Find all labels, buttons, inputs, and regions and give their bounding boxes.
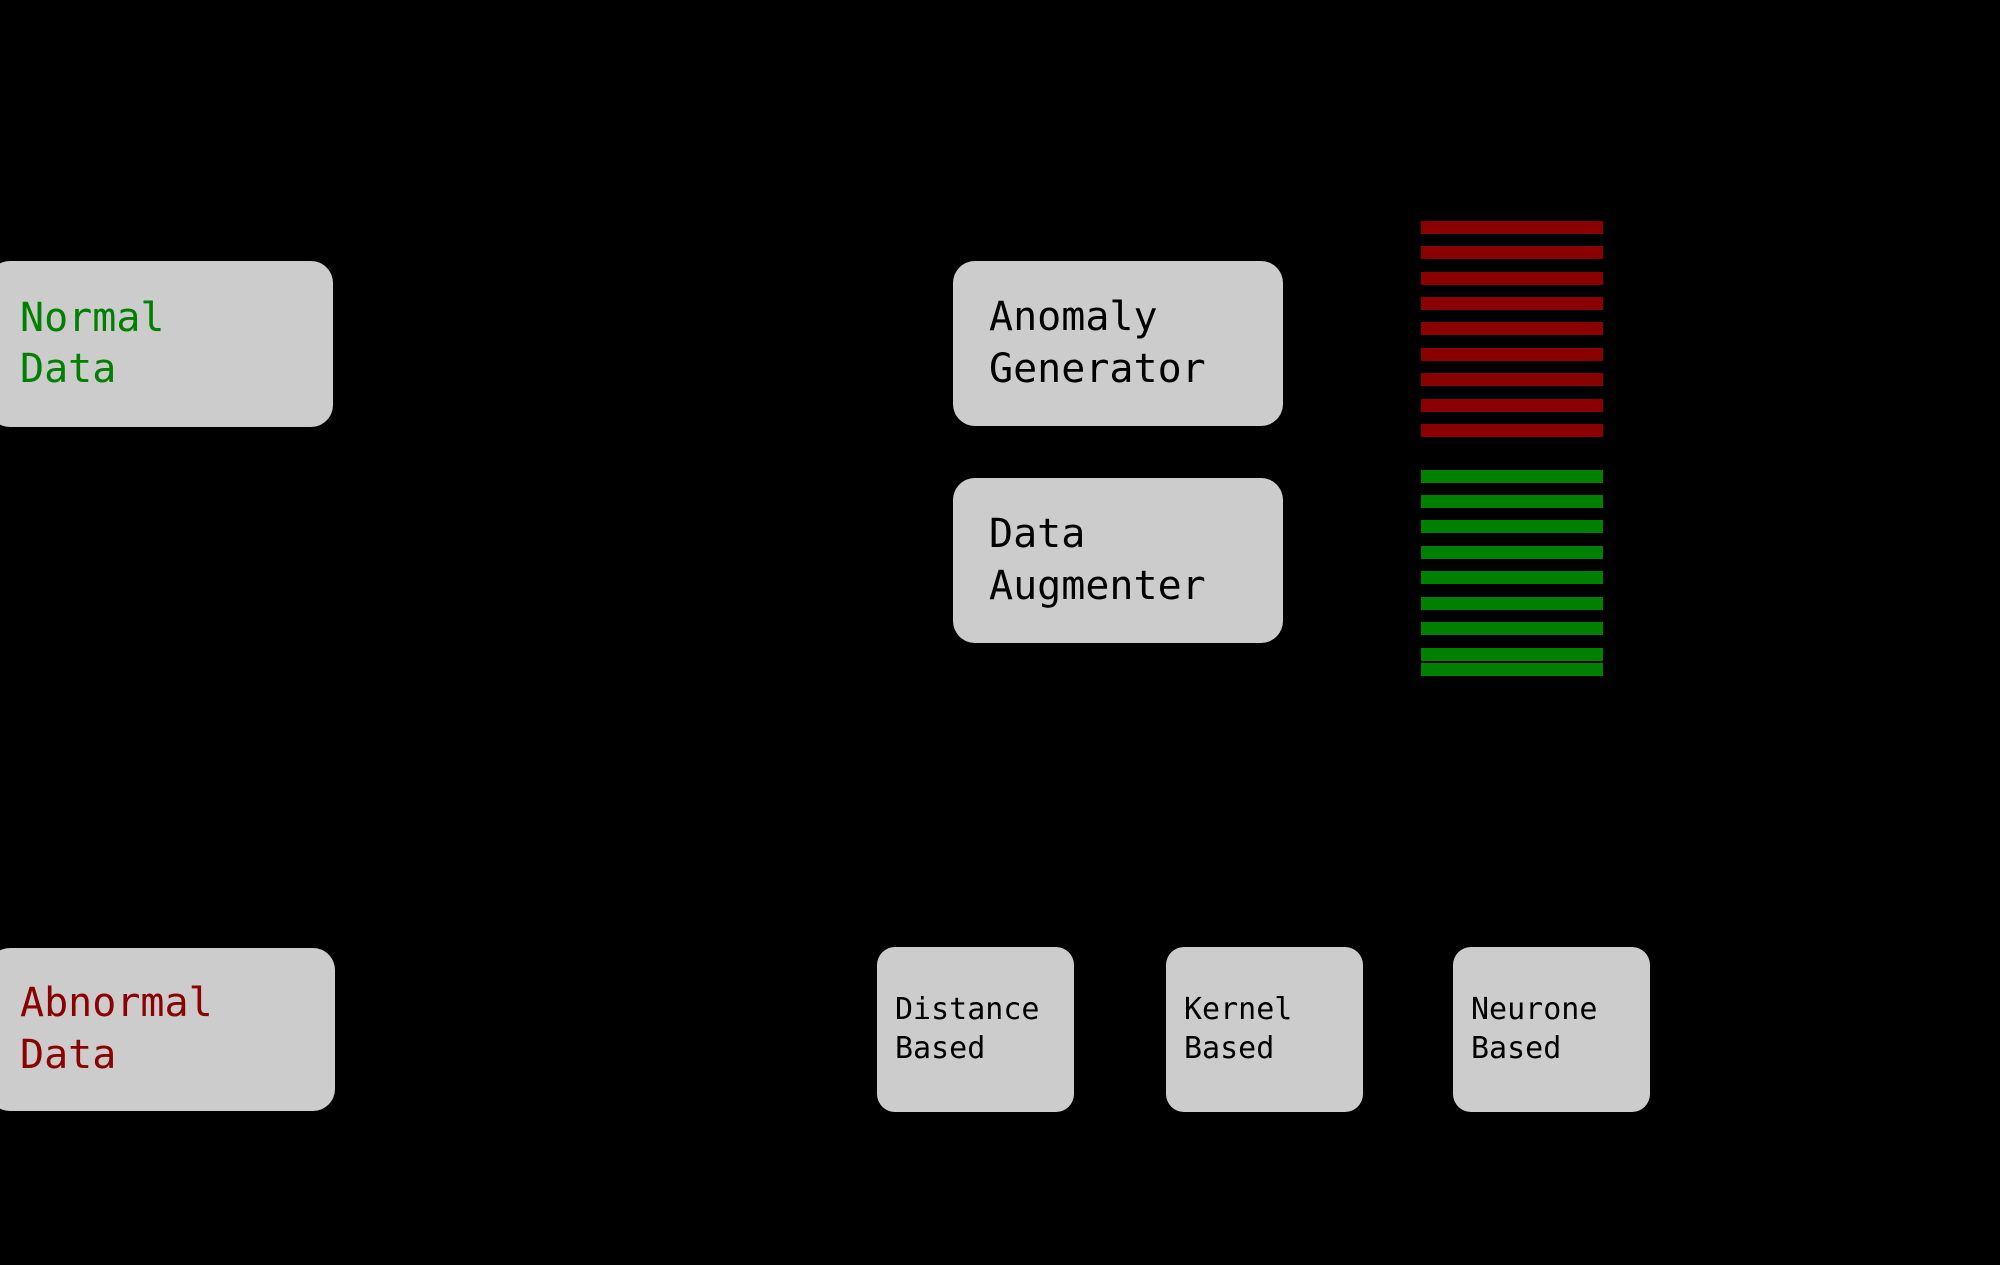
node-abnormal-data-line1: Abnormal: [20, 980, 213, 1027]
stripe-anomalous: [1421, 322, 1603, 335]
node-distance-based-line2: Based: [895, 1030, 986, 1066]
node-normal-data[interactable]: Normal Data: [0, 261, 333, 427]
stripe-normal: [1421, 520, 1603, 533]
node-kernel-based-line2: Based: [1184, 1030, 1275, 1066]
stripe-anomalous: [1421, 348, 1603, 361]
stripe-normal: [1421, 597, 1603, 610]
node-abnormal-data-line2: Data: [20, 1031, 117, 1078]
node-neurone-based-line2: Based: [1471, 1030, 1562, 1066]
stripe-anomalous: [1421, 373, 1603, 386]
node-distance-based[interactable]: Distance Based: [877, 947, 1074, 1112]
node-abnormal-data[interactable]: Abnormal Data: [0, 948, 335, 1111]
stripe-normal: [1421, 663, 1603, 676]
stripe-anomalous: [1421, 272, 1603, 285]
stripe-normal: [1421, 648, 1603, 661]
node-anomaly-generator-line1: Anomaly: [989, 294, 1158, 341]
node-anomaly-generator-line2: Generator: [989, 345, 1206, 392]
node-normal-data-line1: Normal: [20, 294, 165, 341]
stripe-anomalous: [1421, 297, 1603, 310]
stripe-normal: [1421, 546, 1603, 559]
node-neurone-based-line1: Neurone: [1471, 992, 1598, 1028]
stripe-normal: [1421, 571, 1603, 584]
node-normal-data-line2: Data: [20, 346, 117, 392]
node-kernel-based[interactable]: Kernel Based: [1166, 947, 1363, 1112]
stripe-normal: [1421, 470, 1603, 483]
node-data-augmenter-line1: Data: [989, 511, 1086, 558]
stripe-anomalous: [1421, 246, 1603, 259]
node-data-augmenter-line2: Augmenter: [989, 562, 1206, 609]
stripe-anomalous: [1421, 424, 1603, 437]
node-anomaly-generator[interactable]: Anomaly Generator: [953, 261, 1283, 426]
stripe-normal: [1421, 622, 1603, 635]
stripe-anomalous: [1421, 221, 1603, 234]
stripe-normal: [1421, 495, 1603, 508]
node-distance-based-line1: Distance: [895, 992, 1040, 1028]
node-data-augmenter[interactable]: Data Augmenter: [953, 478, 1283, 643]
stripe-anomalous: [1421, 399, 1603, 412]
mixed-dataset-stripe-stack: [1421, 221, 1603, 676]
node-neurone-based[interactable]: Neurone Based: [1453, 947, 1650, 1112]
node-kernel-based-line1: Kernel: [1184, 992, 1293, 1028]
